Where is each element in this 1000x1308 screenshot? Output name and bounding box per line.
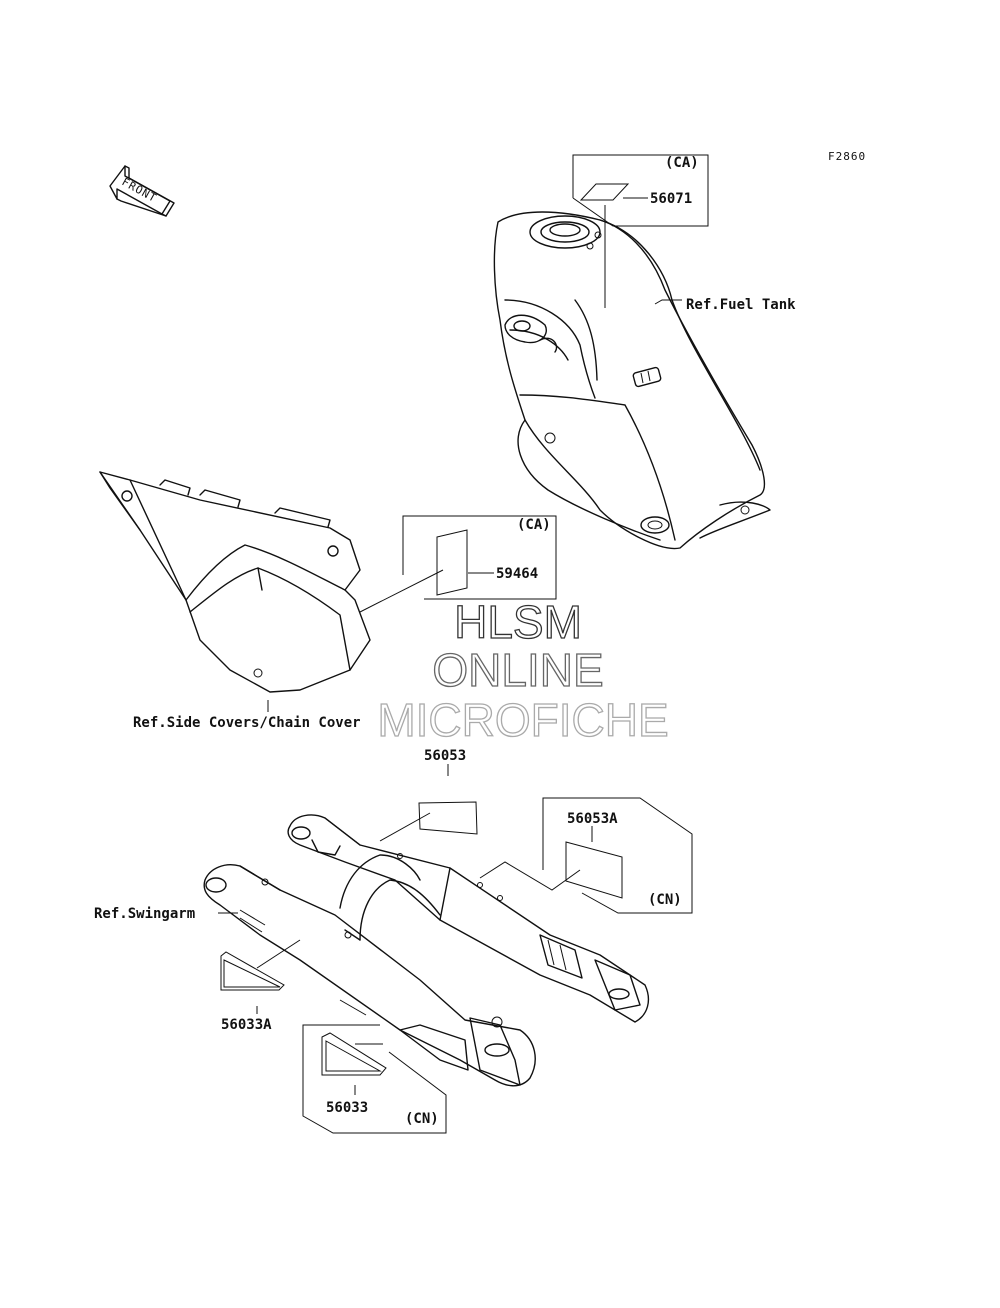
region-code-59464: (CA) bbox=[517, 517, 551, 533]
callout-59464-box: (CA) 59464 bbox=[359, 515, 557, 613]
watermark-line-3: MICROFICHE bbox=[377, 694, 668, 746]
part-number-56053A: 56053A bbox=[567, 811, 618, 827]
decal-56053 bbox=[418, 801, 478, 835]
side-cover-drawing bbox=[99, 471, 371, 712]
callout-56071-box: (CA) 56071 bbox=[572, 154, 709, 308]
decal-56033 bbox=[321, 1032, 387, 1076]
part-number-56071: 56071 bbox=[650, 191, 692, 207]
ref-side-covers-label: Ref.Side Covers/Chain Cover bbox=[133, 715, 361, 731]
callout-56033A: 56033A bbox=[220, 939, 301, 1033]
callout-56033-box: 56033 (CN) bbox=[302, 999, 447, 1134]
part-number-59464: 59464 bbox=[496, 566, 538, 582]
ref-fuel-tank-label: Ref.Fuel Tank bbox=[686, 297, 796, 313]
watermark-line-1: HLSM bbox=[454, 596, 582, 648]
region-code-56071: (CA) bbox=[665, 155, 699, 171]
part-number-56033A: 56033A bbox=[221, 1017, 272, 1033]
ref-swingarm-label: Ref.Swingarm bbox=[94, 906, 195, 922]
swingarm-drawing bbox=[203, 814, 650, 1087]
decal-56033A bbox=[220, 951, 285, 991]
decal-59464 bbox=[436, 529, 468, 596]
part-number-56033: 56033 bbox=[326, 1100, 368, 1116]
region-code-56033: (CN) bbox=[405, 1111, 439, 1127]
callout-56053A-box: 56053A (CN) bbox=[479, 797, 693, 914]
figure-code: F2860 bbox=[828, 150, 866, 163]
watermark: HLSM ONLINE MICROFICHE bbox=[377, 595, 670, 746]
part-number-56053: 56053 bbox=[424, 748, 466, 764]
decal-56071 bbox=[579, 183, 630, 201]
callout-56053: 56053 bbox=[379, 748, 478, 842]
front-arrow-icon: FRONT bbox=[109, 165, 175, 217]
fuel-tank-drawing bbox=[493, 211, 771, 550]
decal-56053A bbox=[565, 841, 623, 899]
region-code-56053A: (CN) bbox=[648, 892, 682, 908]
watermark-line-2: ONLINE bbox=[432, 644, 603, 696]
